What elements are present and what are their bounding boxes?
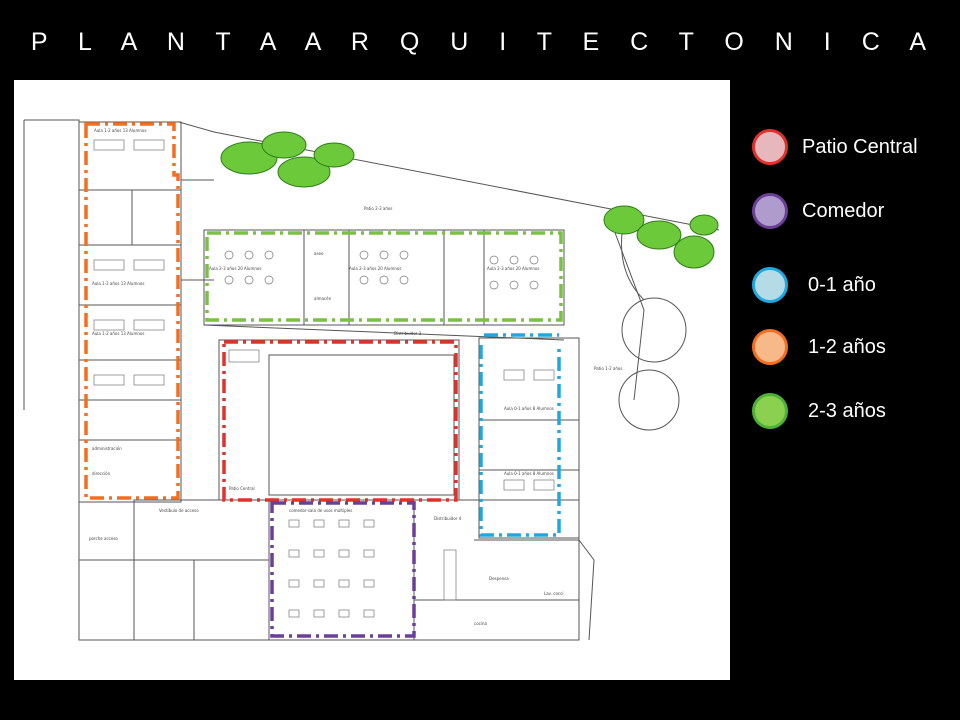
legend-label: Patio Central — [802, 135, 918, 158]
room-label: Distribuidor 3 — [394, 331, 422, 336]
zone-outline-comedor — [270, 501, 416, 638]
zone-outline-toddler — [84, 122, 180, 500]
room-label: Vestíbulo de acceso — [159, 508, 199, 513]
tree-icon — [603, 205, 719, 269]
room-label: Aula 1-2 años 13 Alumnos — [92, 281, 144, 286]
legend-item-comedor: Comedor — [752, 190, 884, 232]
zone-outline-infant — [479, 333, 561, 537]
floor-plan: Aula 1-2 años 13 Alumnos Aula 1-2 años 1… — [14, 80, 730, 680]
room-label: Aula 2-3 años 20 Alumnos — [209, 266, 261, 271]
room-label: administración — [92, 446, 122, 451]
room-label: Patio Central — [229, 486, 255, 491]
floor-plan-drawing: Aula 1-2 años 13 Alumnos Aula 1-2 años 1… — [23, 119, 720, 641]
legend-item-0-1: 0-1 año — [752, 264, 876, 306]
legend-item-2-3: 2-3 años — [752, 390, 886, 432]
room-label: Aula 2-3 años 20 Alumnos — [349, 266, 401, 271]
room-label: comedor-sala de usos múltiples — [289, 508, 352, 513]
legend-swatch — [752, 329, 788, 365]
legend-swatch — [752, 193, 788, 229]
room-label: Despensa — [489, 576, 509, 581]
legend-item-1-2: 1-2 años — [752, 326, 886, 368]
room-label: dirección — [92, 471, 111, 476]
room-label: Aula 1-2 años 13 Alumnos — [94, 128, 146, 133]
legend-swatch — [752, 129, 788, 165]
room-label: almacén — [314, 296, 332, 301]
room-label: Distribuidor 4 — [434, 516, 462, 521]
room-label: Aula 0-1 años 8 Alumnos — [504, 471, 554, 476]
room-label: Patio 2-3 años — [364, 206, 392, 211]
room-label: Patio 1-2 años — [594, 366, 622, 371]
legend-swatch — [752, 393, 788, 429]
room-label: Lav. cocci — [544, 591, 563, 596]
tree-icon — [220, 131, 355, 188]
legend-swatch — [752, 267, 788, 303]
room-label: Aula 0-1 años 8 Alumnos — [504, 406, 554, 411]
room-label: Aula 1-2 años 13 Alumnos — [92, 331, 144, 336]
legend-label: Comedor — [802, 199, 885, 222]
zone-outline-patio — [222, 340, 458, 502]
legend-label: 2-3 años — [808, 399, 886, 422]
room-label: aseo — [314, 251, 324, 256]
room-label: cocina — [474, 621, 487, 626]
legend-label: 0-1 año — [808, 273, 876, 296]
page-title: P L A N T A A R Q U I T E C T O N I C A — [30, 28, 938, 56]
legend-label: 1-2 años — [808, 335, 886, 358]
zone-outline-preschool — [205, 231, 563, 322]
room-label: porche acceso — [89, 536, 118, 541]
room-label: Aula 2-3 años 20 Alumnos — [487, 266, 539, 271]
legend-item-patio-central: Patio Central — [752, 126, 918, 168]
